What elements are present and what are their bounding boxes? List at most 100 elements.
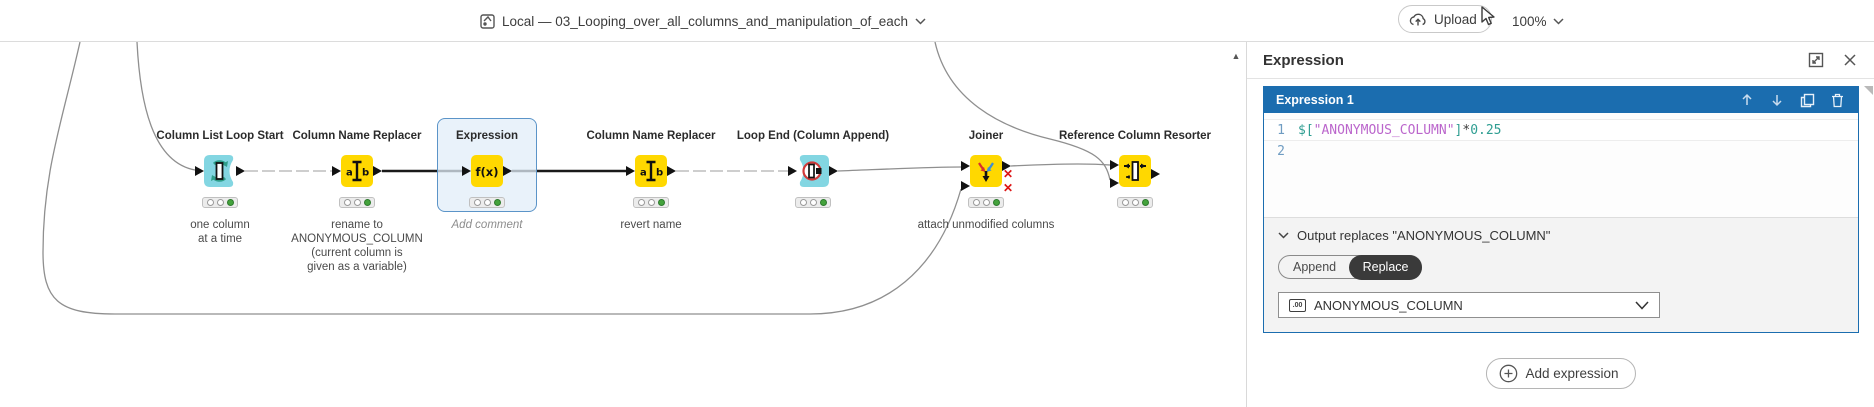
status-dot-green [1141,199,1149,206]
resorter-icon[interactable] [1119,155,1151,187]
copy-expression-icon[interactable] [1798,91,1816,109]
input-port[interactable] [1110,178,1119,188]
append-option[interactable]: Append [1293,260,1337,274]
node-status-traffic-light [469,197,505,208]
delete-expression-icon[interactable] [1828,91,1846,109]
output-port[interactable] [1002,161,1011,171]
code-line[interactable]: 2 [1264,141,1858,163]
node-status-traffic-light [202,197,238,208]
close-panel-icon[interactable] [1840,50,1860,70]
code-token: $[ [1298,123,1314,138]
input-port[interactable] [332,166,341,176]
connection-loop-end-to-joiner[interactable] [837,166,962,172]
fx-icon[interactable]: f(x) [471,155,503,187]
status-dot-off [799,199,807,206]
loop-start-icon[interactable] [204,155,236,187]
workflow-canvas[interactable]: Column List Loop Start one column at a t… [0,42,1246,407]
output-port[interactable] [236,166,245,176]
output-port[interactable] [1151,169,1160,179]
status-dot-off [206,199,214,206]
status-dot-off [353,199,361,206]
replace-option[interactable]: Replace [1348,254,1423,280]
output-port[interactable] [503,166,512,176]
input-port[interactable] [1110,160,1119,170]
connection-source-to-joiner[interactable] [42,42,962,315]
chevron-down-icon [1278,232,1289,239]
svg-text:f(x): f(x) [476,165,499,179]
svg-text:b: b [362,168,369,179]
add-expression-button[interactable]: Add expression [1485,358,1636,389]
input-port[interactable] [961,181,970,191]
move-up-icon[interactable] [1738,91,1756,109]
expression-config-panel: Expression Expression 1 1$["ANONYMOUS [1246,42,1874,407]
status-dot-off [1121,199,1129,206]
status-dot-green [363,199,371,206]
node-label: Joiner [968,130,1004,142]
status-dot-green [819,199,827,206]
code-line[interactable]: 1$["ANONYMOUS_COLUMN"]*0.25 [1264,119,1858,141]
add-expression-label: Add expression [1525,366,1619,381]
node-status-traffic-light [1117,197,1153,208]
node-label: Column List Loop Start [156,130,284,142]
workflow-icon [480,13,495,29]
status-dot-off [473,199,481,206]
workflow-breadcrumb[interactable]: Local — 03_Looping_over_all_columns_and_… [480,0,926,42]
input-port[interactable] [961,161,970,171]
connection-joiner-to-resorter[interactable] [1010,163,1111,167]
loop-end-icon[interactable] [797,155,829,187]
output-column-dropdown[interactable]: .00 ANONYMOUS_COLUMN [1278,292,1660,318]
input-port[interactable] [788,166,797,176]
expression-card-header[interactable]: Expression 1 [1264,87,1858,113]
input-port[interactable] [626,166,635,176]
double-column-type-icon: .00 [1289,298,1306,312]
move-down-icon[interactable] [1768,91,1786,109]
plus-circle-icon [1499,364,1517,383]
node-label: Expression [456,130,518,142]
panel-title: Expression [1263,51,1344,69]
panel-scroll-corner [1864,86,1873,95]
connection-source-to-resorter[interactable] [934,42,1111,181]
node-label: Loop End (Column Append) [736,130,890,142]
joiner-icon[interactable] [970,155,1002,187]
line-number: 1 [1277,123,1285,138]
zoom-level-control[interactable]: 100% [1512,0,1564,42]
status-dot-off [972,199,980,206]
input-port[interactable] [195,166,204,176]
node-status-traffic-light [339,197,375,208]
svg-text:a: a [640,168,647,179]
column-rename-icon[interactable]: a b [341,155,373,187]
chevron-down-icon [1553,17,1564,25]
output-port[interactable] [829,166,838,176]
input-port[interactable] [462,166,471,176]
output-port[interactable] [373,166,382,176]
status-dot-off [483,199,491,206]
status-dot-off [1131,199,1139,206]
output-port[interactable] [667,166,676,176]
cloud-upload-icon [1409,13,1426,25]
status-dot-green [493,199,501,206]
column-rename-icon[interactable]: a b [635,155,667,187]
status-dot-off [982,199,990,206]
status-dot-off [343,199,351,206]
status-dot-off [647,199,655,206]
status-dot-off [809,199,817,206]
output-section-toggle[interactable]: Output replaces "ANONYMOUS_COLUMN" [1278,228,1844,243]
upload-button[interactable]: Upload [1398,5,1492,33]
upload-label: Upload [1434,11,1477,27]
node-annotation: attach unmodified columns [917,219,1055,231]
node-annotation: rename to ANONYMOUS_COLUMN (current colu… [291,219,423,273]
code-token: "ANONYMOUS_COLUMN" [1313,123,1455,138]
top-toolbar: Local — 03_Looping_over_all_columns_and_… [0,0,1874,42]
expand-panel-icon[interactable] [1806,50,1826,70]
connection-source-to-loop-start[interactable] [136,42,196,171]
status-dot-green [992,199,1000,206]
status-dot-off [216,199,224,206]
code-token: ] [1454,123,1463,138]
panel-header: Expression [1247,42,1874,79]
canvas-scrollbar-up-icon[interactable]: ▲ [1231,51,1241,61]
node-label: Reference Column Resorter [1058,130,1212,142]
output-section: Output replaces "ANONYMOUS_COLUMN" Appen… [1264,217,1858,332]
node-selection-highlight [437,118,537,212]
